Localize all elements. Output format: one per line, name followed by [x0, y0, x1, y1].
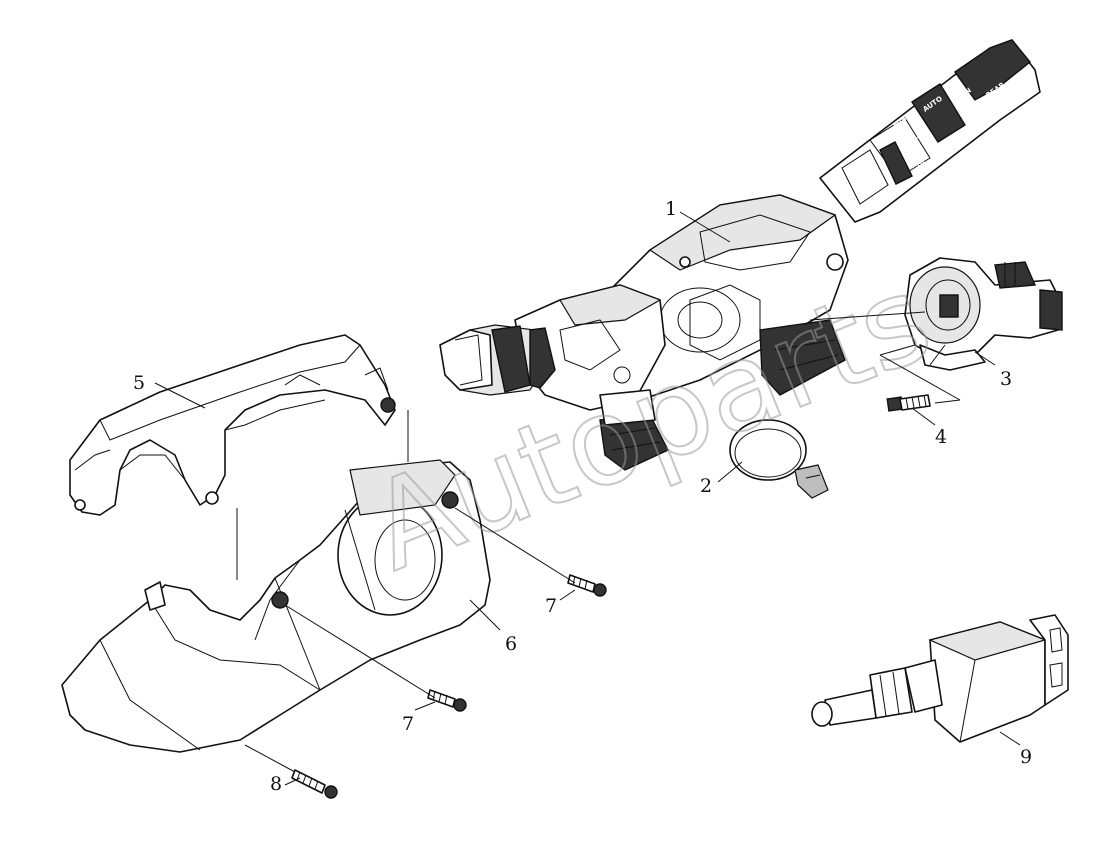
bolt	[886, 394, 931, 412]
screw-center	[427, 689, 467, 712]
callout-1: 1	[665, 198, 677, 220]
brake-light-switch	[811, 614, 1069, 743]
ignition-switch	[904, 257, 1063, 371]
clamp	[729, 419, 829, 499]
leader-lines	[154, 211, 1021, 786]
screw-bottom	[291, 769, 338, 799]
callout-5: 5	[133, 372, 145, 394]
callout-9: 9	[1020, 746, 1032, 768]
lower-column-cover	[61, 459, 491, 753]
callout-6: 6	[505, 633, 517, 655]
callout-7-center: 7	[402, 713, 414, 735]
combination-switch: MIST OFF AUTO LO HI ON OFF REAR AUTO	[439, 39, 1041, 471]
callout-2: 2	[700, 475, 712, 497]
screw-right	[567, 574, 607, 597]
callout-8: 8	[270, 773, 282, 795]
callout-4: 4	[935, 426, 947, 448]
marking-hi: HI	[917, 160, 929, 171]
callout-7-right: 7	[545, 595, 557, 617]
upper-column-cover	[69, 334, 396, 516]
callout-3: 3	[1000, 368, 1012, 390]
